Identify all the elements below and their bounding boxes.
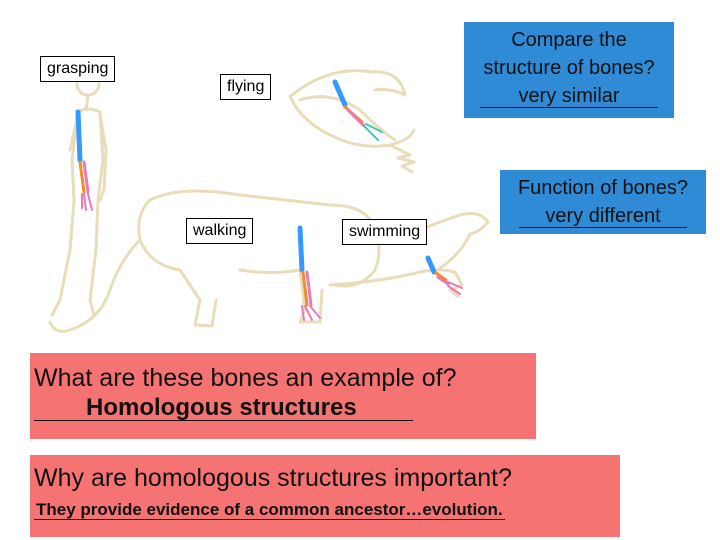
label-flying: flying bbox=[220, 74, 272, 100]
importance-question-box: Why are homologous structures important?… bbox=[30, 455, 620, 537]
seal-flipper-bones bbox=[425, 255, 463, 295]
lion-leg-bones bbox=[297, 225, 321, 321]
example-question-text: What are these bones an example of? bbox=[34, 364, 457, 392]
function-question-line1: Function of bones? bbox=[517, 177, 689, 199]
lion-figure bbox=[48, 189, 381, 333]
importance-answer: They provide evidence of a common ancest… bbox=[34, 500, 505, 520]
seal-figure bbox=[328, 212, 490, 298]
label-walking: walking bbox=[186, 218, 254, 244]
label-swimming: swimming bbox=[342, 219, 428, 245]
bird-wing-bones bbox=[332, 79, 383, 141]
structure-question-box: Compare the structure of bones? very sim… bbox=[464, 22, 674, 118]
human-figure bbox=[50, 71, 108, 317]
function-answer: very different bbox=[519, 206, 687, 228]
structure-question-line1: Compare the bbox=[511, 29, 627, 51]
example-answer: Homologous structures bbox=[34, 395, 413, 422]
bird-figure bbox=[288, 69, 416, 174]
function-question-box: Function of bones? very different bbox=[500, 170, 706, 234]
example-question-box: What are these bones an example of? Homo… bbox=[30, 353, 536, 439]
human-arm-bones bbox=[75, 109, 93, 211]
structure-answer: very similar bbox=[480, 86, 658, 108]
label-grasping: grasping bbox=[40, 56, 116, 82]
importance-question-text: Why are homologous structures important? bbox=[34, 464, 512, 492]
structure-question-line2: structure of bones? bbox=[483, 57, 655, 79]
